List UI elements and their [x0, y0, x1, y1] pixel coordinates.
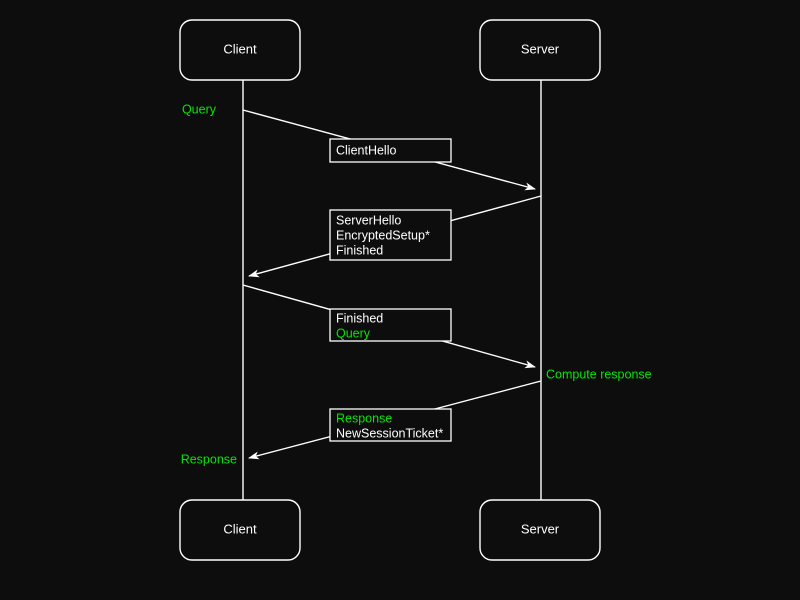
actor-box-server-top[interactable]	[479, 19, 601, 81]
actor-label-server-top: Server	[521, 41, 560, 56]
annotation-response: Response	[181, 452, 237, 466]
msg-label-server-hello-0: ServerHello	[336, 213, 401, 227]
actor-box-client-bottom[interactable]	[179, 499, 301, 561]
msg-box-finished-query[interactable]	[329, 308, 452, 342]
msg-box-client-hello[interactable]	[329, 138, 452, 163]
msg-label-response-ticket-0: Response	[336, 411, 392, 425]
msg-label-server-hello-1: EncryptedSetup*	[336, 228, 430, 242]
msg-label-client-hello-0: ClientHello	[336, 143, 396, 157]
msg-label-response-ticket-1: NewSessionTicket*	[336, 426, 443, 440]
annotation-query: Query	[182, 102, 217, 116]
annotation-compute-response: Compute response	[546, 367, 652, 381]
actor-label-client-bottom: Client	[223, 521, 257, 536]
actor-box-client-top[interactable]	[179, 19, 301, 81]
actor-label-server-bottom: Server	[521, 521, 560, 536]
msg-box-response-ticket[interactable]	[329, 408, 452, 442]
msg-label-finished-query-0: Finished	[336, 311, 383, 325]
actor-label-client-top: Client	[223, 41, 257, 56]
msg-box-server-hello[interactable]	[329, 209, 452, 261]
msg-label-finished-query-1: Query	[336, 326, 371, 340]
actor-box-server-bottom[interactable]	[479, 499, 601, 561]
msg-label-server-hello-2: Finished	[336, 243, 383, 257]
